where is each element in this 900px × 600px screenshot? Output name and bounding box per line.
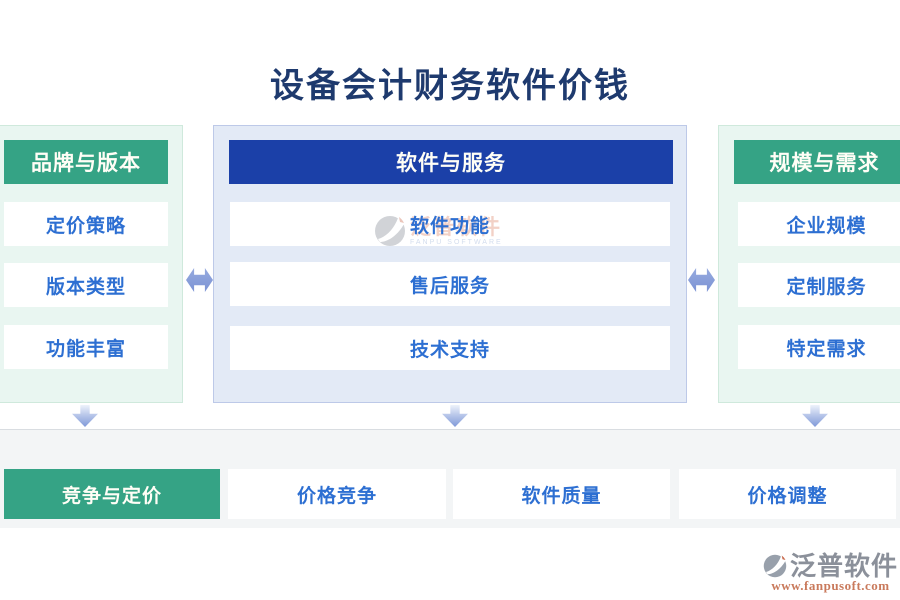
down-arrow-icon [72, 405, 98, 427]
item-technical-support: 技术支持 [230, 326, 670, 370]
panel-brand-and-version: 品牌与版本 定价策略 版本类型 功能丰富 [0, 125, 183, 403]
item-price-competition: 价格竞争 [228, 469, 446, 519]
item-label: 版本类型 [45, 276, 126, 298]
item-label: 售后服务 [409, 275, 490, 297]
panel-header-label: 软件与服务 [396, 152, 506, 175]
item-label: 软件质量 [521, 485, 602, 507]
band-header-competition-and-pricing: 竞争与定价 [4, 469, 220, 519]
item-label: 价格调整 [747, 485, 828, 507]
item-version-type: 版本类型 [4, 263, 168, 307]
item-label: 价格竞争 [296, 485, 377, 507]
site-logo-url: www.fanpusoft.com [771, 578, 890, 593]
bottom-band-competition-and-pricing: 竞争与定价 价格竞争 软件质量 价格调整 [0, 429, 900, 528]
panel-header-brand-and-version: 品牌与版本 [4, 140, 168, 184]
panel-header-scale-and-demand: 规模与需求 [734, 140, 900, 184]
item-custom-service: 定制服务 [738, 263, 900, 307]
left-right-arrow-icon [688, 268, 715, 292]
item-software-quality: 软件质量 [453, 469, 670, 519]
site-logo: 泛普软件 www.fanpusoft.com [763, 551, 898, 594]
item-specific-demand: 特定需求 [738, 325, 900, 369]
down-arrow-icon [442, 405, 468, 427]
item-enterprise-scale: 企业规模 [738, 202, 900, 246]
item-label: 功能丰富 [45, 338, 126, 360]
item-label: 定制服务 [786, 276, 867, 298]
item-label: 技术支持 [409, 339, 490, 361]
item-price-adjustment: 价格调整 [679, 469, 896, 519]
item-label: 定价策略 [45, 215, 126, 237]
item-pricing-strategy: 定价策略 [4, 202, 168, 246]
site-logo-name: 泛普软件 [789, 551, 898, 581]
down-arrow-icon [802, 405, 828, 427]
item-software-function: 软件功能 [230, 202, 670, 246]
site-logo-row: 泛普软件 [763, 551, 898, 581]
left-right-arrow-icon [186, 268, 213, 292]
panel-software-and-service: 软件与服务 软件功能 售后服务 技术支持 [213, 125, 687, 403]
panel-header-label: 品牌与版本 [31, 152, 141, 175]
item-label: 软件功能 [409, 215, 490, 237]
panel-scale-and-demand: 规模与需求 企业规模 定制服务 特定需求 [718, 125, 900, 403]
panel-header-software-and-service: 软件与服务 [229, 140, 673, 184]
item-feature-rich: 功能丰富 [4, 325, 168, 369]
item-after-sales-service: 售后服务 [230, 262, 670, 306]
item-label: 特定需求 [786, 338, 867, 360]
panel-header-label: 规模与需求 [769, 152, 880, 175]
page-title: 设备会计财务软件价钱 [270, 68, 630, 105]
item-label: 企业规模 [786, 215, 867, 237]
band-header-label: 竞争与定价 [61, 485, 162, 507]
fanpu-logo-icon [763, 554, 787, 578]
